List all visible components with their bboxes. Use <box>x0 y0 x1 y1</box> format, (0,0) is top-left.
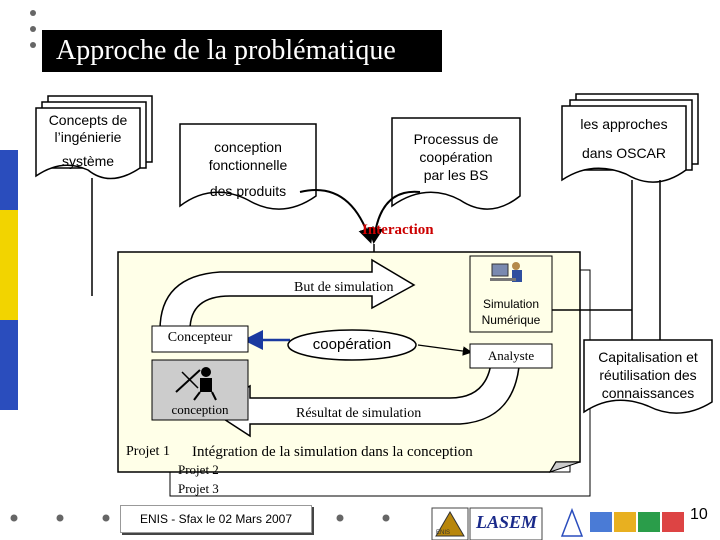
bullet-dot <box>30 42 36 48</box>
conception-label: conception <box>171 402 229 417</box>
left-strip-blue-top <box>0 150 18 210</box>
concepts-line3: système <box>61 153 115 169</box>
concepts-text: Concepts de l’ingénierie système <box>36 112 140 170</box>
but-simulation-arrow <box>159 258 416 331</box>
approches-text: les approches dans OSCAR <box>562 116 686 162</box>
lasem-logo-box <box>469 507 543 540</box>
cooperation-ellipse <box>287 329 417 361</box>
integration-label: Intégration de la simulation dans la con… <box>192 444 473 460</box>
simulation-text: Simulation Numérique <box>470 296 552 328</box>
capitalisation-doc <box>583 339 713 414</box>
concepts-line1: Concepts de <box>48 112 128 128</box>
bullet-dot <box>30 10 36 16</box>
processus-line3: par les BS <box>423 167 489 183</box>
analyste-label: Analyste <box>487 348 535 363</box>
conception-line3: des produits <box>209 183 287 199</box>
left-strip-yellow <box>0 210 18 320</box>
cooperation-to-analyste-line <box>417 344 473 356</box>
footer-dots <box>10 514 390 522</box>
enis-logo-mark <box>435 511 465 537</box>
processus-line1: Processus de <box>413 131 499 147</box>
conception-line2: fonctionnelle <box>208 157 288 173</box>
left-strip-blue-bottom <box>0 320 18 410</box>
concepteur-label: Concepteur <box>167 330 233 345</box>
slide-title: Approche de la problématique <box>42 30 442 72</box>
analyste-box <box>469 343 553 369</box>
simulation-panel <box>469 255 553 333</box>
conception-fonctionnelle-doc <box>179 123 317 210</box>
capitalisation-line2: réutilisation des <box>599 367 697 383</box>
bullet-dot <box>30 26 36 32</box>
concepts-line2: l’ingénierie <box>54 129 122 145</box>
conception-line1: conception <box>214 139 282 155</box>
lasem-logo-text: LASEM <box>476 512 538 532</box>
processus-text: Processus de coopération par les BS <box>392 130 520 184</box>
processus-doc <box>391 117 521 210</box>
simulation-line2: Numérique <box>481 313 541 327</box>
approches-line2: dans OSCAR <box>581 145 667 161</box>
resultat-label: Résultat de simulation <box>296 406 422 421</box>
concepteur-box <box>151 325 249 353</box>
capitalisation-text: Capitalisation et réutilisation des conn… <box>584 348 712 402</box>
page-curl <box>548 461 581 473</box>
approches-line1: les approches <box>580 116 668 132</box>
concepts-doc-stack <box>35 95 153 180</box>
conception-fonctionnelle-text: conception fonctionnelle des produits <box>180 138 316 200</box>
enis-logo-text: ENIS <box>436 530 451 536</box>
interaction-arrow-left <box>299 189 374 244</box>
interaction-label: Interaction <box>362 222 434 238</box>
projet-2-label: Projet 2 <box>178 462 219 477</box>
projet-3-label: Projet 3 <box>178 481 219 496</box>
footer-event: ENIS - Sfax le 02 Mars 2007 <box>120 505 312 533</box>
capitalisation-line1: Capitalisation et <box>598 349 698 365</box>
interaction-arrow-right <box>367 190 421 244</box>
computer-user-icon <box>490 262 522 282</box>
projet-1-label: Projet 1 <box>126 444 170 459</box>
cooperation-label: coopération <box>312 336 392 353</box>
partner-logo <box>560 507 684 537</box>
approches-doc-stack <box>561 93 699 183</box>
page-number: 10 <box>690 506 708 523</box>
but-simulation-label: But de simulation <box>294 280 394 295</box>
capitalisation-line3: connaissances <box>601 385 695 401</box>
designer-desk-icon <box>175 367 217 401</box>
simulation-line1: Simulation <box>482 297 540 311</box>
processus-line2: coopération <box>419 149 493 165</box>
